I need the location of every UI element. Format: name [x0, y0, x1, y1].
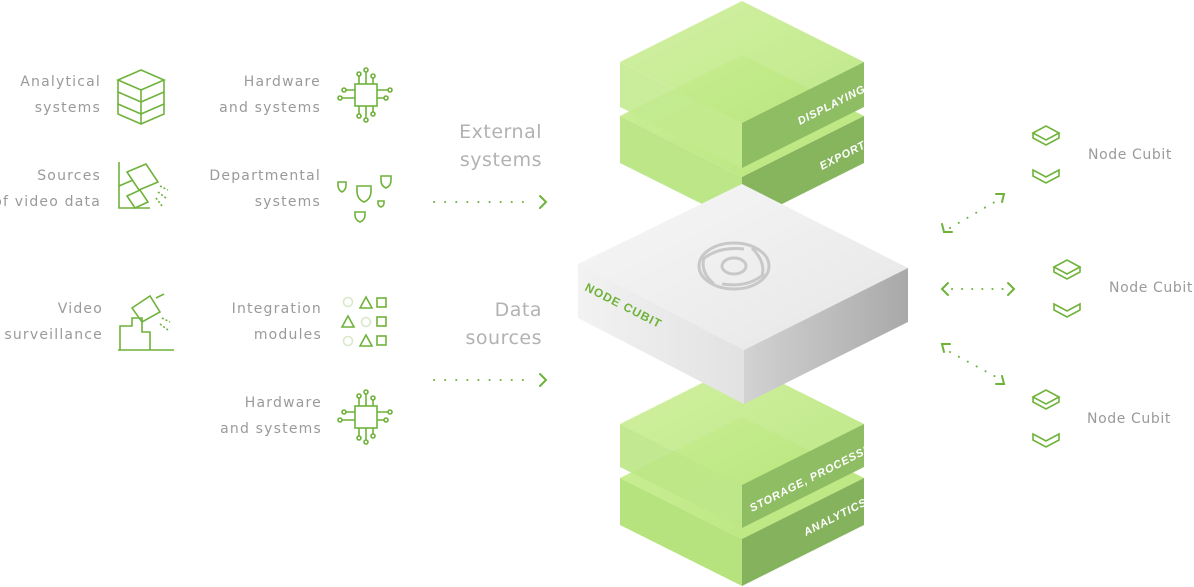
arrow-node-top: [941, 193, 1006, 233]
node-cubit-label-3: Node Cubit: [1087, 411, 1171, 427]
node-cube-icon: [1052, 259, 1082, 318]
shapes-grid-icon: [340, 295, 387, 347]
arrow-node-middle: [940, 282, 1016, 296]
node-cubit-label-1: Node Cubit: [1088, 147, 1172, 163]
node-cube-icon: [1031, 125, 1061, 184]
core-cube: [578, 184, 908, 404]
shields-icon: [337, 175, 392, 223]
aperture-logo-icon: [697, 241, 771, 291]
layer-storage: [620, 363, 864, 528]
layer-displaying: [620, 1, 864, 168]
arrow-external: [433, 195, 548, 209]
video-cameras-icon: [118, 162, 169, 210]
arrow-data: [433, 373, 548, 387]
node-cube-icon: [1031, 389, 1061, 448]
chip-icon: [337, 67, 393, 123]
chip-icon: [337, 389, 393, 445]
database-stack-icon: [115, 69, 167, 125]
city-camera-icon: [118, 293, 174, 351]
node-cubit-label-2: Node Cubit: [1109, 280, 1193, 296]
arrow-node-bottom: [940, 343, 1006, 385]
